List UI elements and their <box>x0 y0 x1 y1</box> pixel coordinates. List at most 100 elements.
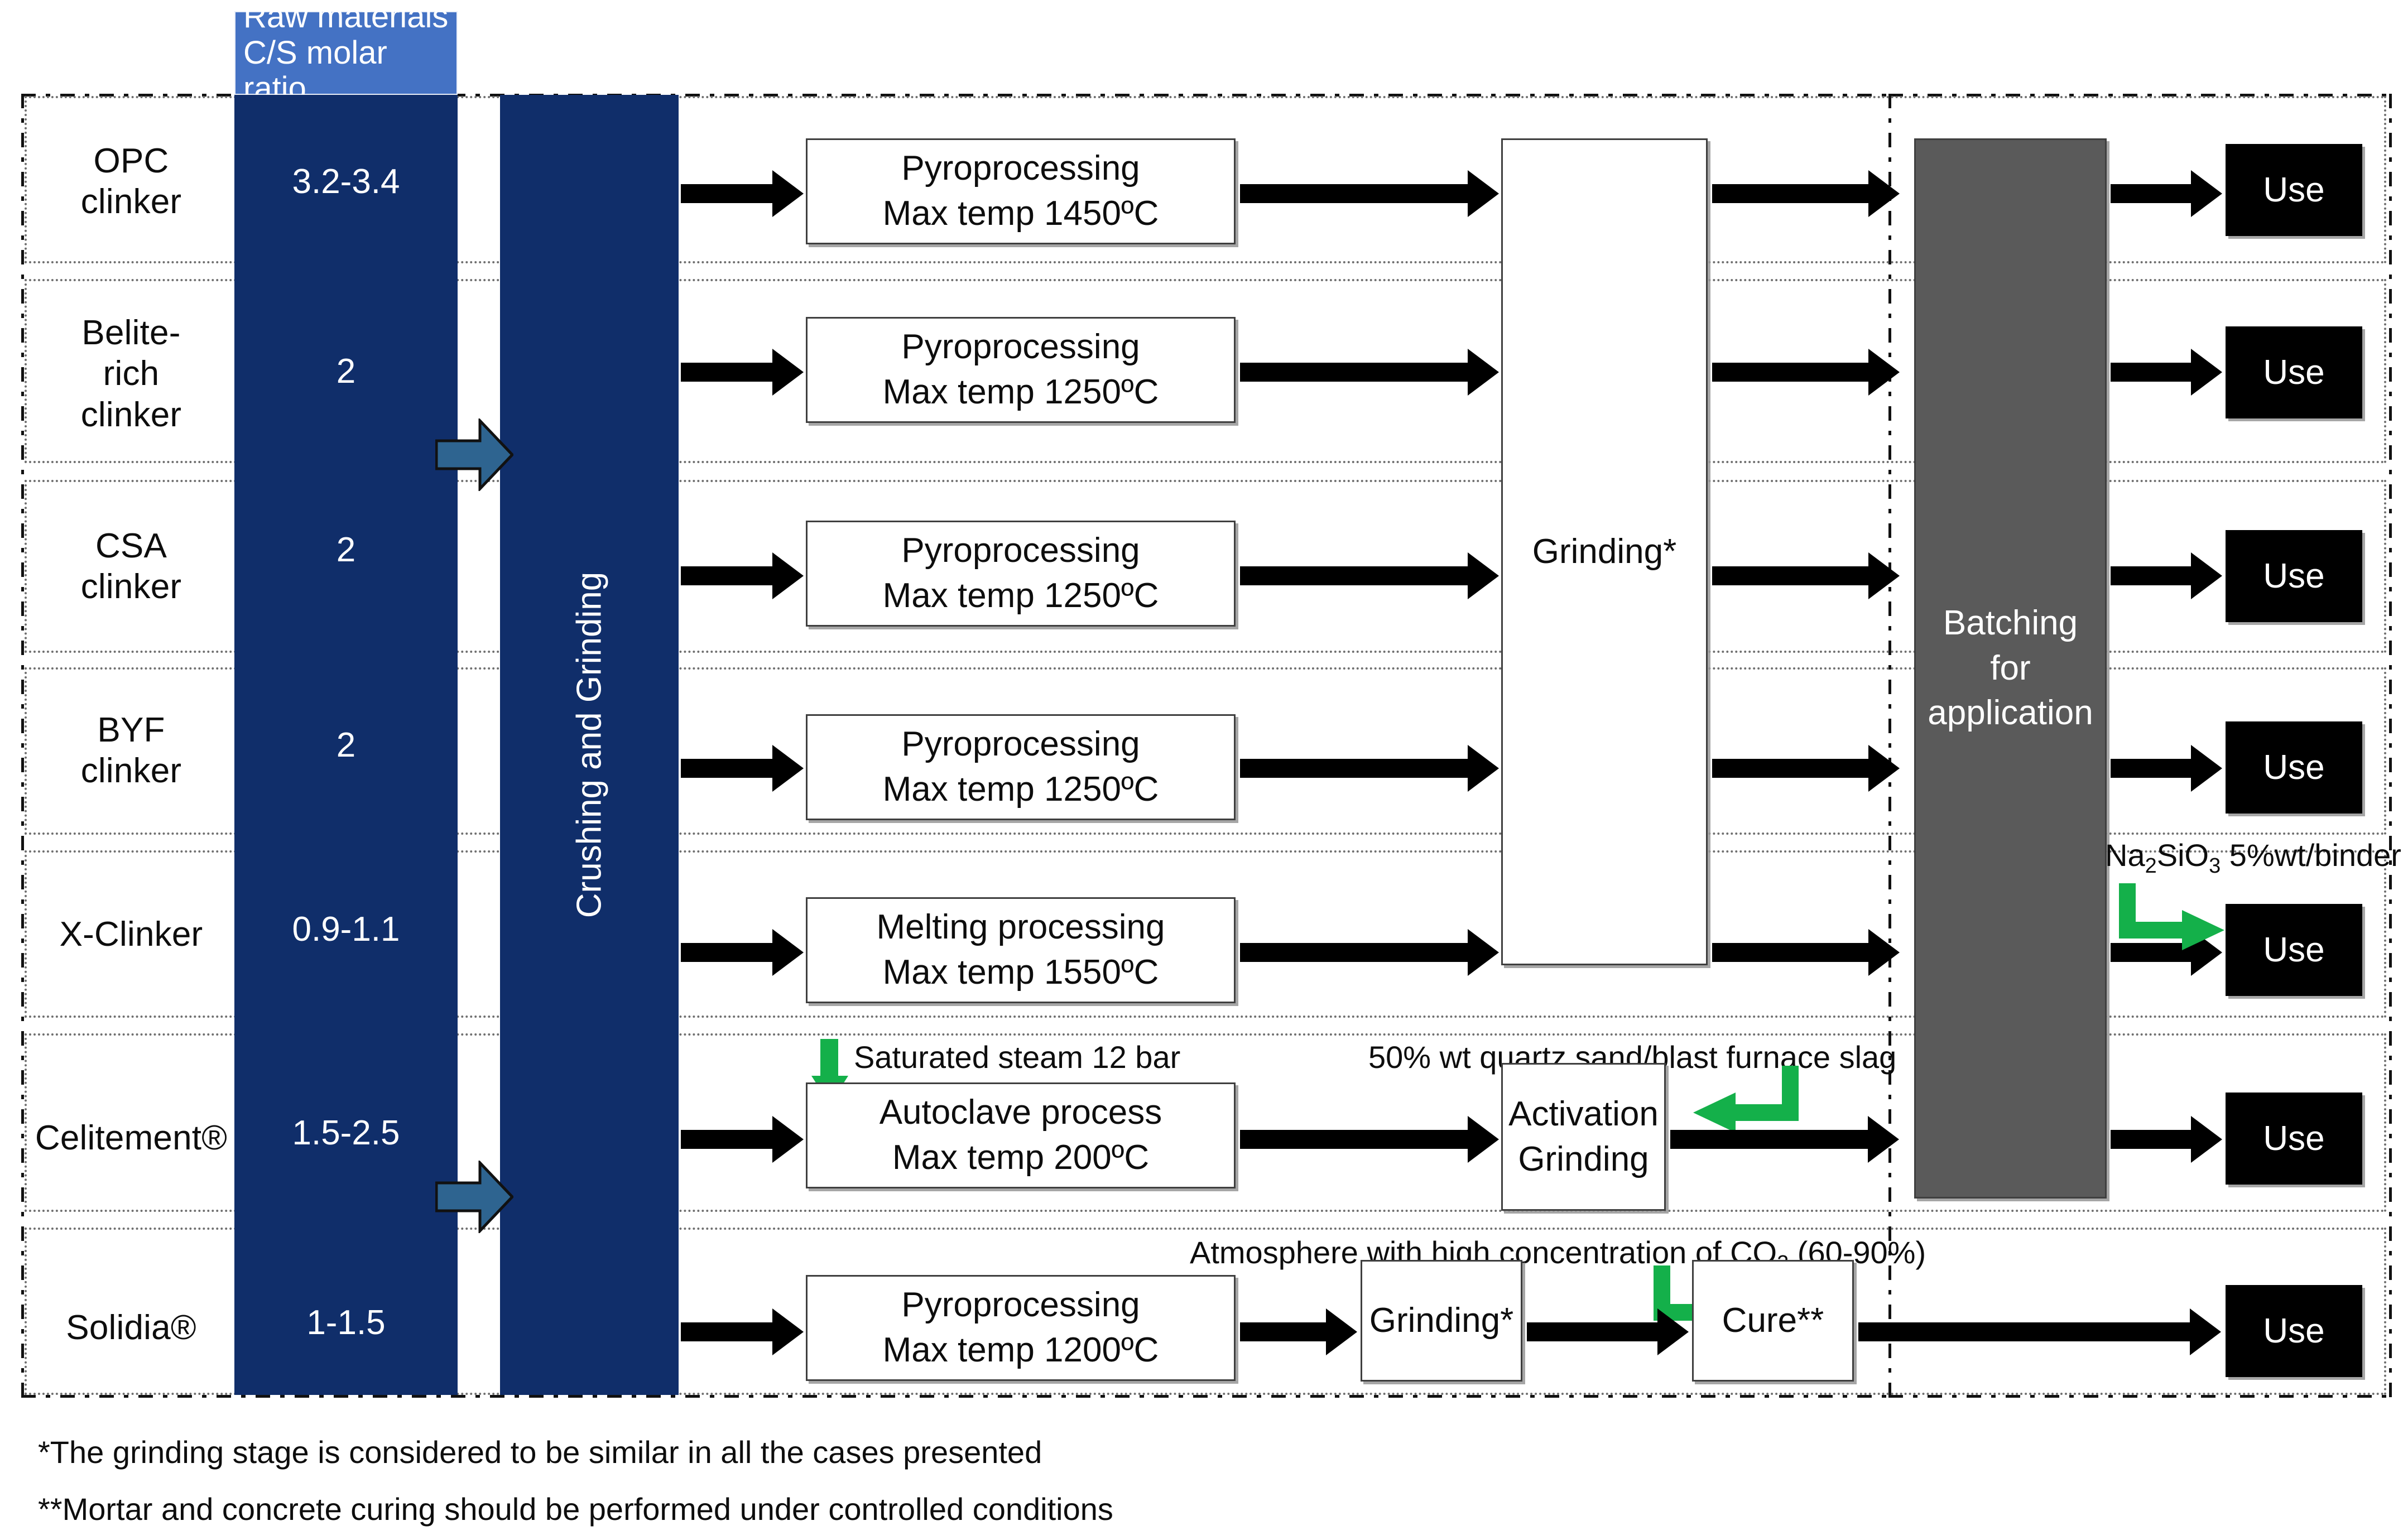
header-chip-line1: Raw materials <box>243 0 449 35</box>
ratio-text: 2 <box>336 352 356 391</box>
process-box-belite-rich-clinker: Pyroprocessing Max temp 1250ºC <box>806 317 1236 423</box>
ratio-text: 3.2-3.4 <box>292 162 400 201</box>
process-box-opc-clinker: Pyroprocessing Max temp 1450ºC <box>806 138 1236 244</box>
process-line2: Max temp 1200ºC <box>882 1331 1159 1369</box>
process-line1: Pyroprocessing <box>901 328 1140 367</box>
stage2-line1: Grinding* <box>1369 1301 1514 1340</box>
row-band-opc-clinker <box>25 96 2386 263</box>
footnote-grinding-stage: *The grinding stage is considered to be … <box>38 1434 1042 1470</box>
row-band-csa-clinker <box>25 480 2386 653</box>
shared-grinding-box: Grinding* <box>1501 138 1708 965</box>
arrow-grinding-to-batching-csa <box>1712 552 1900 599</box>
outer-container-top-line <box>21 94 1891 97</box>
arrow-grinding-to-batching-opc <box>1712 170 1900 217</box>
arrow-melting-to-grinding-xclinker <box>1240 929 1499 976</box>
arrow-grinding-to-batching-byf <box>1712 745 1900 792</box>
ratio-value-belite-rich-clinker: 2 <box>234 338 458 405</box>
process-line2: Max temp 1250ºC <box>882 373 1159 411</box>
use-label: Use <box>2263 748 2325 787</box>
process-line2: Max temp 200ºC <box>892 1138 1150 1177</box>
activation-grinding-box-celitement: Activation Grinding <box>1501 1063 1666 1211</box>
row-label-csa-clinker: CSA clinker <box>33 502 229 631</box>
use-label: Use <box>2263 353 2325 392</box>
process-line2: Max temp 1250ºC <box>882 576 1159 615</box>
ratio-value-solidia: 1-1.5 <box>234 1289 458 1356</box>
row-label-line1: Solidia® <box>66 1308 196 1348</box>
arrow-grinding-to-batching-belite <box>1712 349 1900 396</box>
arrow-batching-to-use-byf <box>2111 745 2222 792</box>
arrow-grinding-to-batching-xclinker <box>1712 929 1900 976</box>
process-line2: Max temp 1250ºC <box>882 770 1159 808</box>
use-box-solidia: Use <box>2226 1285 2362 1377</box>
row-label-byf-clinker: BYF clinker <box>33 686 229 815</box>
row-label-line3: clinker <box>80 395 182 434</box>
row-label-line1: BYF <box>97 710 165 749</box>
grinding-box-solidia: Grinding* <box>1361 1260 1522 1382</box>
arrow-crushing-to-pyro-opc <box>681 170 804 217</box>
use-box-celitement: Use <box>2226 1093 2362 1185</box>
process-line1: Pyroprocessing <box>901 149 1140 188</box>
arrow-pyro-to-grinding-byf <box>1240 745 1499 792</box>
ratio-value-celitement: 1.5-2.5 <box>234 1099 458 1166</box>
arrow-batching-to-use-xclinker <box>2111 929 2222 976</box>
outer-container-bottom-line <box>21 1395 1891 1398</box>
use-label: Use <box>2263 931 2325 969</box>
batching-container-top-line <box>1888 94 2392 97</box>
process-box-x-clinker: Melting processing Max temp 1550ºC <box>806 897 1236 1003</box>
batching-line1: Batching <box>1943 604 2078 643</box>
batching-for-application-box: Batching for application <box>1914 138 2107 1199</box>
annotation-text: Saturated steam 12 bar <box>854 1040 1181 1075</box>
arrow-batching-to-use-csa <box>2111 552 2222 599</box>
process-box-celitement: Autoclave process Max temp 200ºC <box>806 1082 1236 1188</box>
row-label-line2: clinker <box>80 567 182 606</box>
ratio-value-opc-clinker: 3.2-3.4 <box>234 148 458 215</box>
arrow-crushing-to-melting-xclinker <box>681 929 804 976</box>
stage3-line1: Cure** <box>1722 1301 1824 1340</box>
ratio-text: 2 <box>336 530 356 569</box>
row-label-line1: X-Clinker <box>59 915 203 954</box>
row-label-solidia: Solidia® <box>22 1289 240 1367</box>
row-label-line1: CSA <box>95 526 167 565</box>
arrow-crushing-to-pyro-csa <box>681 552 804 599</box>
row-band-celitement <box>25 1033 2386 1212</box>
arrow-pyro-to-grinding-belite <box>1240 349 1499 396</box>
crushing-and-grinding-column: Crushing and Grinding <box>500 95 679 1395</box>
process-line1: Melting processing <box>876 908 1165 947</box>
cure-box-solidia: Cure** <box>1692 1260 1854 1382</box>
process-line2: Max temp 1450ºC <box>882 194 1159 233</box>
use-label: Use <box>2263 171 2325 209</box>
ratio-value-x-clinker: 0.9-1.1 <box>234 896 458 963</box>
ratio-text: 0.9-1.1 <box>292 909 400 949</box>
arrow-crushing-to-autoclave-celitement <box>681 1116 804 1163</box>
process-line1: Pyroprocessing <box>901 1286 1140 1325</box>
arrow-activation-to-batching-celitement <box>1670 1116 1899 1163</box>
arrow-cure-to-use-solidia <box>1858 1308 2221 1355</box>
arrow-batching-to-use-belite <box>2111 349 2222 396</box>
arrow-pyro-to-grinding-solidia <box>1240 1308 1357 1355</box>
ratio-text: 1-1.5 <box>306 1303 386 1342</box>
use-box-belite-rich-clinker: Use <box>2226 326 2362 418</box>
arrow-batching-to-use-opc <box>2111 170 2222 217</box>
cs-molar-ratio-column <box>234 95 458 1395</box>
header-chip-line2: C/S molar ratio <box>243 34 387 107</box>
use-label: Use <box>2263 557 2325 595</box>
ratio-text: 1.5-2.5 <box>292 1113 400 1152</box>
process-line1: Pyroprocessing <box>901 725 1140 764</box>
annotation-text: Na2SiO3 5%wt/binder <box>2105 838 2401 878</box>
crushing-and-grinding-label: Crushing and Grinding <box>570 571 609 918</box>
annotation-saturated-steam: Saturated steam 12 bar <box>854 1039 1180 1075</box>
batching-container-bottom-line <box>1888 1395 2392 1398</box>
stage2-line2: Grinding <box>1518 1139 1649 1178</box>
process-box-csa-clinker: Pyroprocessing Max temp 1250ºC <box>806 521 1236 627</box>
arrow-pyro-to-grinding-opc <box>1240 170 1499 217</box>
feed-chevron-upper <box>435 418 513 491</box>
shared-grinding-label: Grinding* <box>1532 532 1677 571</box>
process-line2: Max temp 1550ºC <box>882 953 1159 992</box>
footnote-mortar-curing: **Mortar and concrete curing should be p… <box>38 1491 1113 1527</box>
annotation-na2sio3-x-clinker: Na2SiO3 5%wt/binder <box>2105 837 2401 878</box>
row-label-opc-clinker: OPC clinker <box>33 112 229 251</box>
row-label-x-clinker: X-Clinker <box>33 896 229 974</box>
arrow-crushing-to-pyro-byf <box>681 745 804 792</box>
arrow-crushing-to-pyro-solidia <box>681 1308 804 1355</box>
